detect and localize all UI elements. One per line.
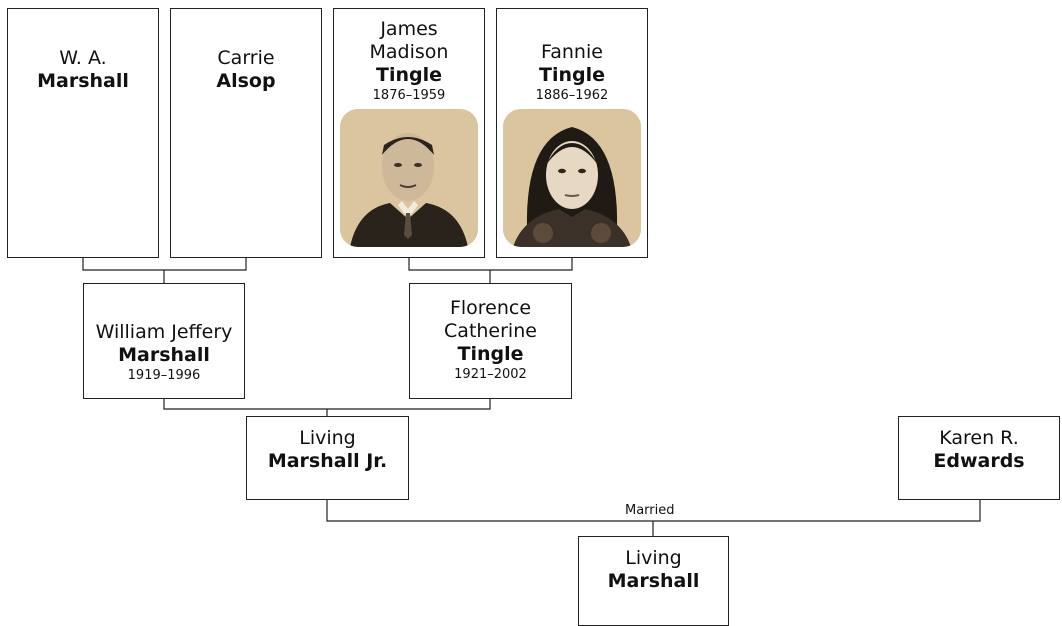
person-james-tingle[interactable]: James Madison Tingle 1876–1959 [333,8,485,258]
life-dates: 1921–2002 [454,367,527,382]
person-william-marshall[interactable]: William Jeffery Marshall 1919–1996 [83,283,245,399]
person-living-marshall-jr[interactable]: Living Marshall Jr. [246,416,409,500]
last-name: Edwards [933,450,1025,472]
last-name: Marshall [37,70,129,92]
life-dates: 1876–1959 [372,88,446,103]
connector-parents [163,399,491,410]
last-name: Marshall [118,344,210,366]
first-name: Living [299,427,356,449]
person-fannie-tingle[interactable]: Fannie Tingle 1886–1962 [496,8,648,258]
first-name: W. A. [59,47,107,69]
married-label: Married [622,503,678,518]
life-dates: 1886–1962 [535,88,609,103]
first-name: Living [625,547,682,569]
last-name: Tingle [376,64,442,86]
first-name: Fannie [541,41,603,63]
first-name: James Madison [369,18,449,63]
first-name: Florence Catherine [444,297,537,342]
first-name: Carrie [217,47,275,69]
portrait-photo-icon [340,109,478,247]
person-karen-edwards[interactable]: Karen R. Edwards [898,416,1060,500]
last-name: Marshall Jr. [267,450,388,472]
last-name: Tingle [539,64,605,86]
first-name: William Jeffery [95,321,233,343]
portrait-photo-icon [503,109,641,247]
last-name: Alsop [216,70,276,92]
person-wa-marshall[interactable]: W. A. Marshall [7,8,159,258]
life-dates: 1919–1996 [127,368,201,383]
connector-tingle-grandparents [408,258,573,271]
last-name: Marshall [607,570,700,592]
person-florence-tingle[interactable]: Florence Catherine Tingle 1921–2002 [409,283,572,399]
last-name: Tingle [457,343,524,365]
connector-marshall-grandparents [82,258,247,271]
person-carrie-alsop[interactable]: Carrie Alsop [170,8,322,258]
person-living-marshall[interactable]: Living Marshall [578,536,729,626]
first-name: Karen R. [939,427,1019,449]
